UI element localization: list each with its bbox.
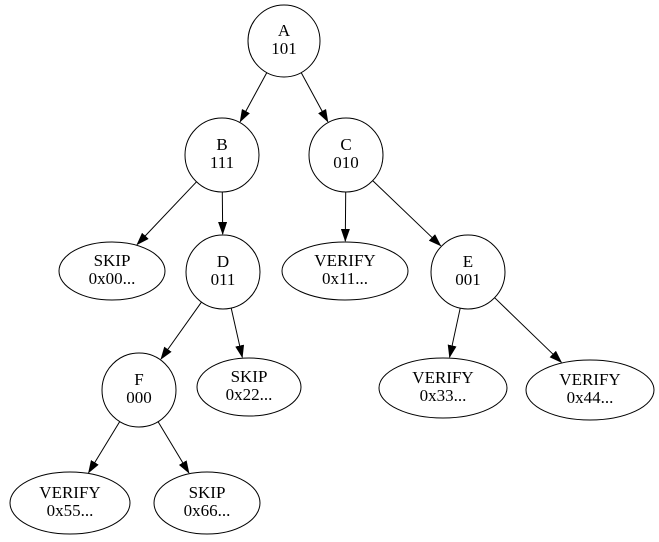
node-A-shape — [247, 4, 321, 78]
node-skip22-shape — [196, 357, 302, 417]
edge-F-skip66 — [157, 421, 190, 474]
node-skip66-shape — [153, 471, 261, 535]
node-B-shape — [184, 117, 260, 193]
edge-C-E — [372, 180, 442, 247]
node-verify33-shape — [378, 357, 508, 419]
edge-A-B — [239, 72, 268, 123]
node-E-shape — [430, 234, 506, 310]
edge-D-skip22 — [230, 307, 245, 359]
edge-D-F — [160, 301, 202, 360]
edges-layer — [88, 72, 563, 474]
edge-E-verify44 — [494, 297, 563, 363]
node-D-shape — [185, 234, 261, 310]
node-verify11-shape — [281, 241, 409, 301]
edge-E-verify33 — [447, 308, 461, 359]
node-verify44-shape — [525, 359, 655, 421]
edge-B-skip00 — [136, 181, 197, 246]
edge-F-verify55 — [88, 421, 121, 474]
node-skip00-shape — [58, 241, 166, 301]
edge-A-C — [300, 72, 329, 123]
node-verify55-shape — [9, 471, 131, 535]
node-C-shape — [308, 117, 384, 193]
node-F-shape — [101, 352, 177, 428]
